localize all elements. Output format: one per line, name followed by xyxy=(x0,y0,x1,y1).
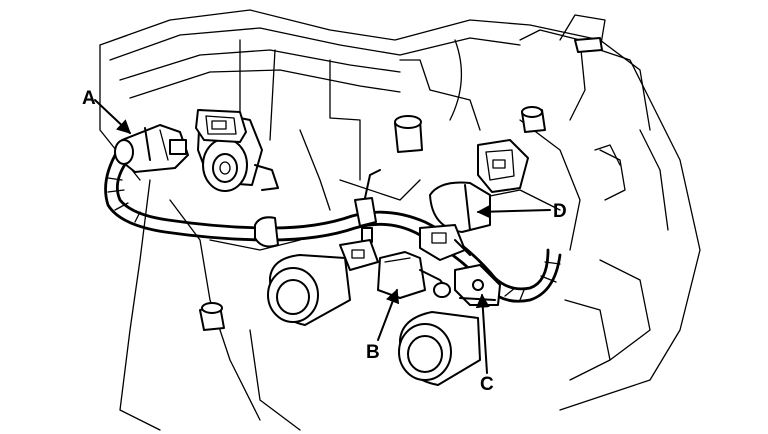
solenoid-connector xyxy=(195,109,247,143)
lower-canister-left xyxy=(267,254,351,326)
harness-clip xyxy=(254,169,381,248)
connector-d xyxy=(419,181,491,261)
callout-c: C xyxy=(475,293,494,395)
callout-a: A xyxy=(82,88,132,134)
small-connector xyxy=(339,239,379,271)
callout-label-b: B xyxy=(366,342,380,363)
bolts xyxy=(199,37,603,331)
bracket-c xyxy=(454,264,501,306)
engine-block xyxy=(99,9,701,431)
connector-a xyxy=(114,124,189,173)
callout-label-c: C xyxy=(480,374,494,395)
connector-b xyxy=(377,251,451,299)
wiring-harness xyxy=(104,148,562,303)
upper-right-connector xyxy=(477,139,529,193)
lower-canister-right xyxy=(398,311,481,386)
callout-b: B xyxy=(366,288,400,363)
callout-d: D xyxy=(476,201,567,222)
callout-label-d: D xyxy=(553,201,567,222)
callout-label-a: A xyxy=(82,88,96,109)
